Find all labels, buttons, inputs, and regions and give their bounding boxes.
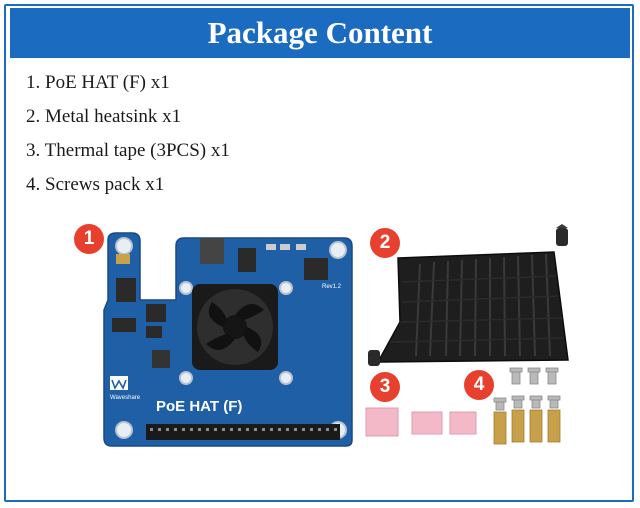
- metal-heatsink: [368, 224, 569, 366]
- page-title: Package Content: [207, 15, 433, 50]
- cooling-fan-icon: [192, 284, 278, 370]
- badge-1: 1: [74, 224, 104, 254]
- list-item: 3. Thermal tape (3PCS) x1: [26, 140, 230, 161]
- list-item: 1. PoE HAT (F) x1: [26, 72, 170, 93]
- content-frame: [4, 4, 634, 502]
- brand-label: Waveshare: [110, 395, 141, 401]
- badge-3: 3: [370, 372, 400, 402]
- package-list: 1. PoE HAT (F) x1 2. Metal heatsink x1 3…: [26, 66, 230, 202]
- list-item: 2. Metal heatsink x1: [26, 106, 182, 127]
- list-item: 4. Screws pack x1: [26, 174, 165, 195]
- screws-pack: [493, 367, 561, 445]
- thermal-tape: [365, 407, 477, 437]
- badge-2: 2: [370, 228, 400, 258]
- badge-4: 4: [464, 370, 494, 400]
- waveshare-logo-icon: [110, 376, 128, 390]
- poe-hat-board: Waveshare PoE HAT (F) Rev1.2: [103, 232, 353, 447]
- page-title-banner: Package Content: [10, 8, 630, 58]
- board-name-label: PoE HAT (F): [156, 398, 242, 415]
- revision-label: Rev1.2: [322, 284, 342, 290]
